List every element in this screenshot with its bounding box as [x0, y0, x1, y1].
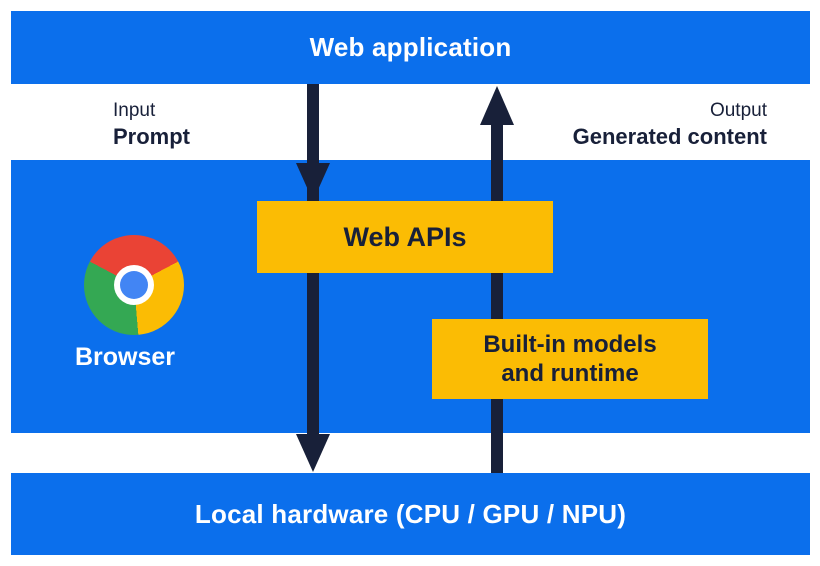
input-caption-group: Input Prompt — [113, 100, 190, 149]
web-apis-box: Web APIs — [257, 201, 553, 273]
output-value-generated-content: Generated content — [572, 123, 767, 149]
local-hardware-bar: Local hardware (CPU / GPU / NPU) — [11, 473, 810, 555]
down-arrowhead-to-local-hardware-icon — [296, 434, 330, 472]
chrome-logo-icon — [84, 235, 184, 335]
up-arrowhead-to-web-application-icon — [480, 86, 514, 125]
input-caption: Input — [113, 100, 156, 121]
web-application-label: Web application — [309, 32, 512, 62]
web-apis-label: Web APIs — [343, 221, 467, 252]
browser-label: Browser — [74, 343, 176, 371]
up-arrow-line — [491, 125, 503, 473]
output-caption-group: Output Generated content — [573, 100, 767, 149]
builtin-models-box: Built-in models and runtime — [432, 319, 708, 399]
input-value-prompt: Prompt — [113, 123, 190, 149]
builtin-models-label: Built-in models and runtime — [483, 330, 656, 388]
web-application-bar: Web application — [11, 11, 810, 84]
builtin-models-line2: and runtime — [501, 360, 639, 387]
down-arrowhead-to-web-apis-icon — [296, 163, 330, 201]
output-caption: Output — [709, 100, 767, 121]
chrome-logo-center — [120, 271, 148, 299]
local-hardware-label: Local hardware (CPU / GPU / NPU) — [194, 498, 627, 529]
builtin-models-line1: Built-in models — [483, 331, 657, 358]
